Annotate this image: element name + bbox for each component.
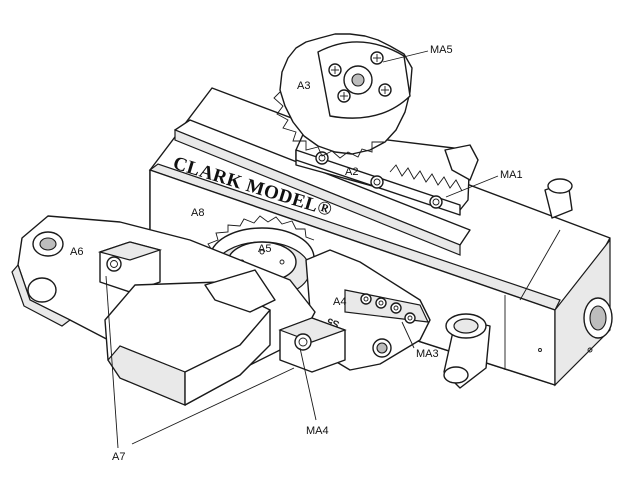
label-a5: A5 <box>258 243 271 255</box>
leader-lines <box>105 50 499 449</box>
clamp-block-a7-left <box>97 241 163 293</box>
label-ma4: MA4 <box>306 425 329 437</box>
label-a6: A6 <box>70 246 83 258</box>
adjuster-knob <box>443 313 491 389</box>
label-a2: A2 <box>345 166 358 178</box>
label-a7: A7 <box>112 451 125 463</box>
label-ma3: MA3 <box>416 348 439 360</box>
servo-body <box>104 269 276 406</box>
clamp-block-a7-right <box>278 317 347 373</box>
label-a8: A8 <box>191 207 204 219</box>
label-a3: A3 <box>297 80 310 92</box>
label-a4: A4 <box>333 296 346 308</box>
label-ma1: MA1 <box>500 169 523 181</box>
callout-labels: MA5 A3 A2 MA1 A8 A6 A5 A4 MA3 MA4 A7 <box>70 44 523 463</box>
label-ma5: MA5 <box>430 44 453 56</box>
